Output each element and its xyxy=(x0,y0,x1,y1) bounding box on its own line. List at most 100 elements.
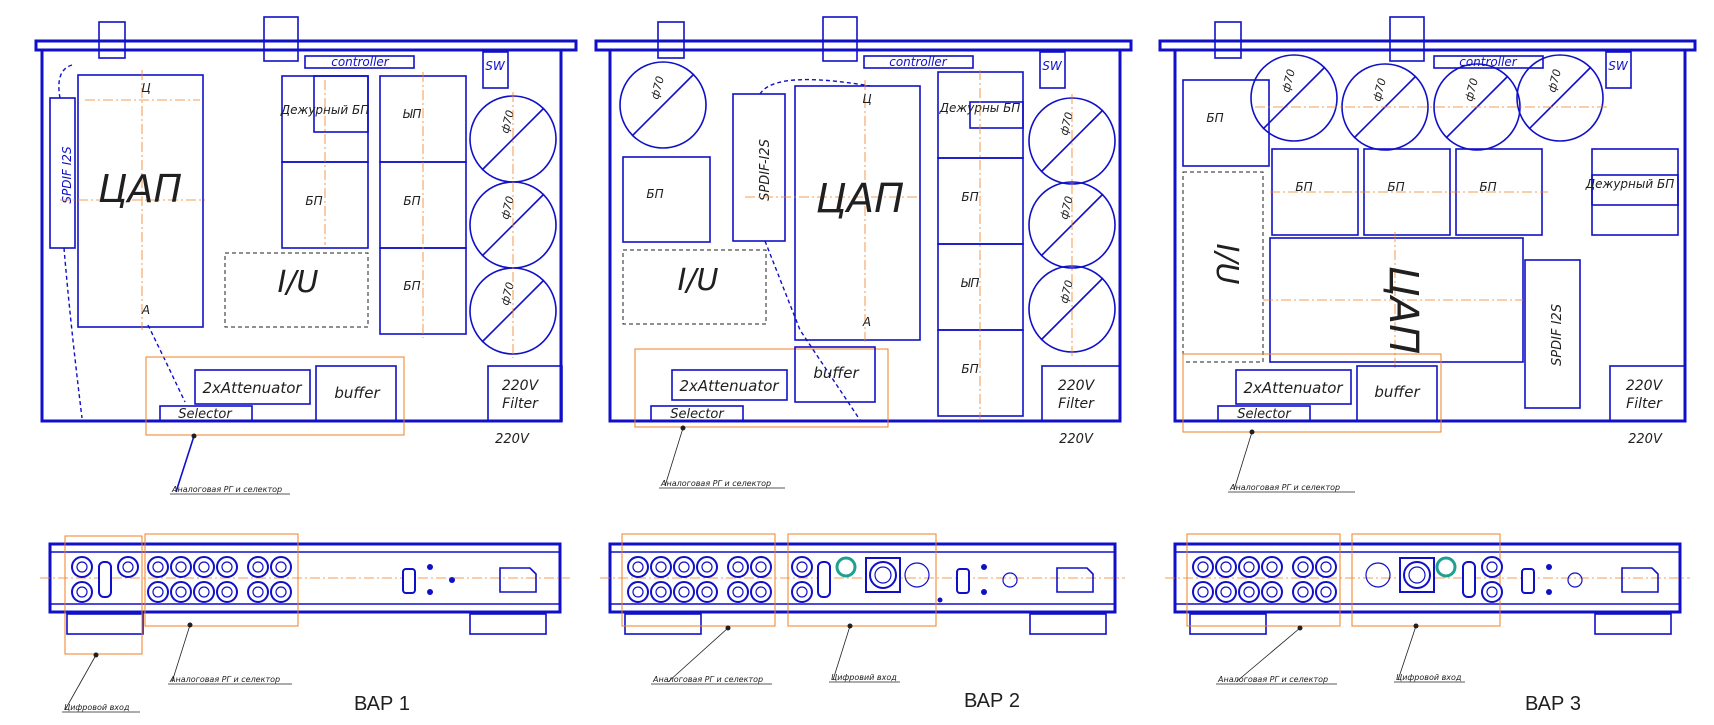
svg-text:SW: SW xyxy=(1608,59,1629,73)
svg-text:controller: controller xyxy=(1459,55,1518,69)
svg-text:ф70: ф70 xyxy=(1462,77,1481,103)
variant-3-top-view: controller SW БП ф70 ф70 ф70 ф70 БП БП Б… xyxy=(1158,16,1697,493)
svg-text:Дежурный БП: Дежурный БП xyxy=(1585,177,1674,191)
v1-psu-1-label: ЫП xyxy=(403,107,422,121)
v1-dac-block xyxy=(77,74,204,328)
svg-text:Аналоговая РГ и селектор: Аналоговая РГ и селектор xyxy=(660,479,771,488)
svg-text:Selector: Selector xyxy=(670,407,725,422)
svg-text:SPDIF-I2S: SPDIF-I2S xyxy=(758,139,773,201)
svg-text:2xAttenuator: 2xAttenuator xyxy=(679,377,779,395)
svg-text:БП: БП xyxy=(961,190,978,204)
svg-text:Цифровой вход: Цифровой вход xyxy=(64,703,130,712)
svg-text:ф70: ф70 xyxy=(1057,279,1076,305)
svg-text:220V: 220V xyxy=(1058,378,1096,394)
variant-1-rear-panel: Цифровой вход Аналоговая РГ и селектор В… xyxy=(40,533,570,715)
v1-buffer-label: buffer xyxy=(334,384,380,402)
svg-text:Аналоговая РГ и селектор: Аналоговая РГ и селектор xyxy=(652,675,763,684)
svg-text:ЦАП: ЦАП xyxy=(816,176,905,222)
svg-text:Аналоговая РГ и селектор: Аналоговая РГ и селектор xyxy=(1217,675,1328,684)
v1-buffer xyxy=(315,365,397,422)
svg-text:2xAttenuator: 2xAttenuator xyxy=(1243,379,1343,397)
svg-text:Аналоговая РГ и селектор: Аналоговая РГ и селектор xyxy=(1229,483,1340,492)
v1-dac-bottom: A xyxy=(141,303,150,317)
variant-1-top-view: controller SW SPDIF I2S ЦАП Ц A Дежурный… xyxy=(34,16,578,495)
svg-text:ЫП: ЫП xyxy=(961,276,980,290)
svg-text:БП: БП xyxy=(1479,180,1496,194)
v1-wire-c xyxy=(147,324,186,403)
svg-text:SW: SW xyxy=(1042,59,1063,73)
v1-wire-a xyxy=(58,64,73,99)
svg-text:A: A xyxy=(862,315,871,329)
svg-text:ф70: ф70 xyxy=(648,75,667,101)
v3-spdif-block xyxy=(1524,259,1581,409)
svg-text:ЦАП: ЦАП xyxy=(1380,266,1426,355)
v1-analog-note: Аналоговая РГ и селектор xyxy=(171,485,282,494)
svg-text:220V: 220V xyxy=(1628,432,1663,447)
v1-mains-label: 220V xyxy=(495,432,530,447)
svg-text:ф70: ф70 xyxy=(1545,68,1564,94)
svg-text:ф70: ф70 xyxy=(498,195,517,221)
v1-standby-psu-label: Дежурный БП xyxy=(280,103,369,117)
svg-text:Аналоговая РГ и селектор: Аналоговая РГ и селектор xyxy=(169,675,280,684)
svg-text:Дежурны БП: Дежурны БП xyxy=(939,101,1021,115)
svg-text:I/U: I/U xyxy=(678,263,719,298)
v1-iu-block xyxy=(224,252,369,328)
svg-text:Цифровий вход: Цифровий вход xyxy=(831,673,897,682)
svg-text:SPDIF I2S: SPDIF I2S xyxy=(1550,304,1565,366)
v2-psu-left xyxy=(622,156,711,243)
variant-1-label: ВАР 1 xyxy=(354,693,410,715)
svg-text:buffer: buffer xyxy=(813,364,859,382)
v1-psu-3-label: БП xyxy=(403,279,420,293)
variant-3-label: ВАР 3 xyxy=(1525,693,1581,715)
v1-selector-label: Selector xyxy=(178,407,233,422)
svg-text:220V: 220V xyxy=(1059,432,1094,447)
variant-2-top-view: controller SW ф70 БП I/U SPDIF-I2S ЦАП Ц… xyxy=(594,16,1133,489)
v1-foot-left xyxy=(98,21,126,59)
v3-iu-block xyxy=(1182,171,1264,363)
svg-text:ф70: ф70 xyxy=(1057,111,1076,137)
v1-analog-zone xyxy=(145,356,405,436)
v1-dac-top: Ц xyxy=(141,81,150,95)
svg-text:БП: БП xyxy=(1206,111,1223,125)
svg-text:ф70: ф70 xyxy=(498,109,517,135)
v1-controller-block xyxy=(304,55,415,69)
svg-text:220V: 220V xyxy=(502,378,540,394)
svg-text:Selector: Selector xyxy=(1237,407,1292,422)
v1-wire-b xyxy=(63,247,83,419)
svg-text:ф70: ф70 xyxy=(1057,195,1076,221)
variant-3-rear-panel: Аналоговая РГ и селектор Цифровой вход В… xyxy=(1165,533,1690,715)
svg-text:buffer: buffer xyxy=(1374,383,1420,401)
v1-spdif-block xyxy=(49,97,76,249)
v2-dac-block xyxy=(794,85,921,341)
svg-text:220V: 220V xyxy=(1626,378,1664,394)
v1-dac-label: ЦАП xyxy=(98,167,182,211)
svg-text:ф70: ф70 xyxy=(498,281,517,307)
v1-sw-label: SW xyxy=(485,59,506,73)
v2-standby-psu xyxy=(937,71,1024,159)
svg-text:controller: controller xyxy=(889,55,948,69)
v2-cap-left xyxy=(619,61,707,149)
v2-spdif-block xyxy=(732,93,786,242)
svg-text:Filter: Filter xyxy=(502,396,539,412)
svg-text:ф70: ф70 xyxy=(1279,68,1298,94)
svg-text:Filter: Filter xyxy=(1626,396,1663,412)
variant-2-label: ВАР 2 xyxy=(964,690,1020,712)
svg-text:ф70: ф70 xyxy=(1370,77,1389,103)
v1-psu-left-label: БП xyxy=(305,194,322,208)
v1-attenuator xyxy=(194,369,311,405)
v3-psu-corner xyxy=(1182,79,1270,167)
svg-text:Цифровой вход: Цифровой вход xyxy=(1396,673,1462,682)
svg-text:Filter: Filter xyxy=(1058,396,1095,412)
svg-text:I/U: I/U xyxy=(1209,244,1244,285)
v1-spdif-label: SPDIF I2S xyxy=(60,146,74,204)
svg-text:БП: БП xyxy=(1295,180,1312,194)
v1-knob xyxy=(263,16,299,62)
svg-text:БП: БП xyxy=(1387,180,1404,194)
v1-controller-label: controller xyxy=(331,55,390,69)
v1-sw-block xyxy=(482,51,509,89)
v2-chassis xyxy=(608,48,1122,423)
v1-iu-label: I/U xyxy=(278,265,319,300)
v1-psu-2-label: БП xyxy=(403,194,420,208)
svg-text:Ц: Ц xyxy=(862,92,871,106)
